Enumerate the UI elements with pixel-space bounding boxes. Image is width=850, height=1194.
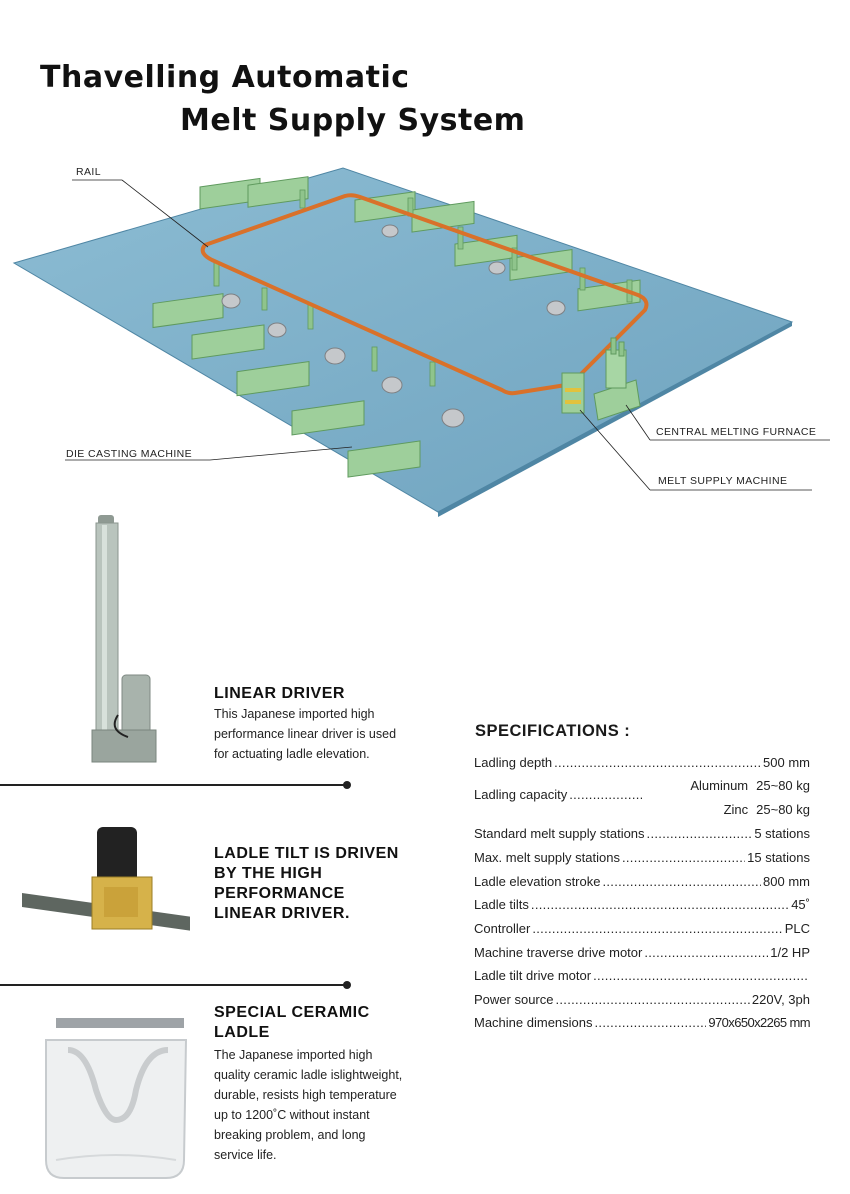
- specifications-title: SPECIFICATIONS :: [475, 722, 631, 740]
- ceramic-ladle-image: [45, 1018, 188, 1179]
- back-row-machines: [199, 176, 641, 312]
- divider-dot-2: [343, 981, 351, 989]
- spec-row-tilt-motor: Ladle tilt drive motor: [474, 968, 810, 983]
- page-title-line-2: Melt Supply System: [180, 103, 526, 138]
- divider-line-1: [0, 784, 346, 786]
- callout-central-melting-furnace: CENTRAL MELTING FURNACE: [656, 426, 817, 438]
- holding-pots: [221, 224, 566, 428]
- ceramic-ladle-description: The Japanese imported high quality ceram…: [214, 1048, 403, 1162]
- callout-rail: RAIL: [76, 166, 101, 178]
- melt-supply-machine: [561, 372, 585, 414]
- divider-line-2: [0, 984, 346, 986]
- ladle-tilt-heading: LADLE TILT IS DRIVEN BY THE HIGH PERFORM…: [214, 845, 399, 922]
- linear-driver-heading: LINEAR DRIVER: [214, 685, 345, 702]
- spec-row-machine-dimensions: Machine dimensions970x650x2265 mm: [474, 1015, 811, 1030]
- page-title-line-1: Thavelling Automatic: [40, 60, 410, 95]
- ladle-tilt-driver-image: [22, 827, 190, 931]
- ceramic-ladle-heading: SPECIAL CERAMIC LADLE: [214, 1004, 370, 1041]
- divider-dot-1: [343, 781, 351, 789]
- callout-melt-supply-machine: MELT SUPPLY MACHINE: [658, 475, 788, 487]
- spec-row-ladle-tilts: Ladle tilts45˚: [474, 897, 810, 912]
- spec-row-standard-stations: Standard melt supply stations5 stations: [474, 826, 810, 841]
- linear-driver-image: [91, 515, 157, 763]
- spec-row-controller: ControllerPLC: [474, 921, 810, 936]
- spec-row-ladling-depth: Ladling depth500 mm: [474, 755, 810, 770]
- spec-row-power-source: Power source220V, 3ph: [474, 992, 810, 1007]
- spec-row-traverse-motor: Machine traverse drive motor1/2 HP: [474, 945, 810, 960]
- system-layout-diagram: [12, 167, 830, 517]
- central-melting-furnace: [593, 337, 641, 421]
- linear-driver-description: This Japanese imported high performance …: [214, 707, 397, 761]
- callout-die-casting-machine: DIE CASTING MACHINE: [66, 448, 193, 460]
- front-row-machines: [152, 293, 421, 478]
- spec-row-elevation-stroke: Ladle elevation stroke800 mm: [474, 874, 810, 889]
- machine-posts: [213, 189, 633, 387]
- spec-row-max-stations: Max. melt supply stations15 stations: [474, 850, 810, 865]
- floor-edge: [438, 322, 792, 517]
- spec-row-ladling-capacity: Ladling capacity: [474, 787, 644, 802]
